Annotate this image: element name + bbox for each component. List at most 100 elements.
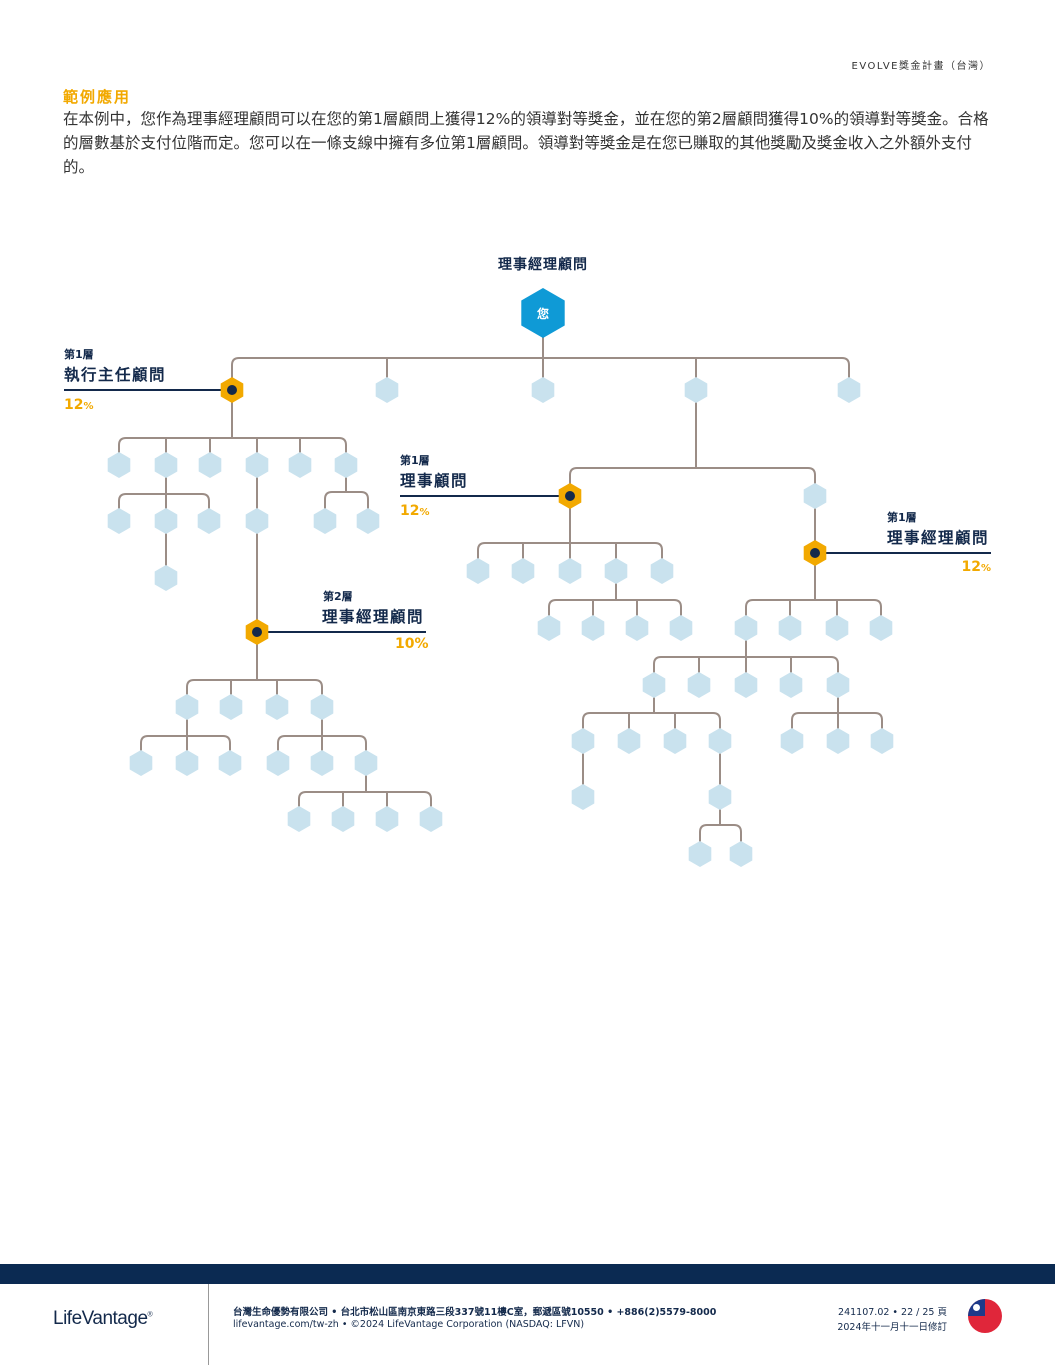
- consultant-hexagon: [197, 508, 221, 534]
- consultant-hexagon: [708, 784, 732, 810]
- you-label: 您: [537, 306, 549, 321]
- callout-level: 第1層: [887, 511, 917, 524]
- consultant-hexagon: [313, 508, 337, 534]
- callout-level: 第1層: [64, 348, 94, 361]
- company-address: 台灣生命優勢有限公司 • 台北市松山區南京東路三段337號11樓C室，郵遞區號1…: [233, 1307, 717, 1318]
- callout-rank: 執行主任顧問: [64, 366, 167, 384]
- consultant-hexagon: [218, 750, 242, 776]
- consultant-hexagon: [650, 558, 674, 584]
- consultant-hexagon: [310, 750, 334, 776]
- consultant-hexagon: [154, 565, 178, 591]
- consultant-hexagon: [334, 452, 358, 478]
- consultant-hexagon: [604, 558, 628, 584]
- consultant-hexagon: [175, 750, 199, 776]
- consultant-hexagon: [642, 672, 666, 698]
- branch-line: [548, 599, 682, 628]
- intro-paragraph: 在本例中，您作為理事經理顧問可以在您的第1層顧問上獲得12%的領導對等獎金，並在…: [63, 110, 989, 176]
- branch-line: [582, 712, 721, 741]
- callout-percent: 10%: [395, 636, 429, 652]
- consultant-hexagon: [734, 672, 758, 698]
- consultant-hexagon: [331, 806, 355, 832]
- branch-line: [569, 467, 816, 496]
- callout-rank: 理事經理顧問: [322, 608, 425, 626]
- branch-line: [699, 824, 742, 854]
- consultant-hexagon: [826, 672, 850, 698]
- consultant-hexagon: [154, 508, 178, 534]
- qualified-marker-dot: [252, 627, 262, 637]
- callout-percent: 12%: [961, 559, 991, 575]
- qualified-marker-dot: [227, 385, 237, 395]
- consultant-hexagon: [466, 558, 490, 584]
- consultant-hexagon: [826, 728, 850, 754]
- consultant-hexagon: [687, 672, 711, 698]
- website-copyright: lifevantage.com/tw-zh • ©2024 LifeVantag…: [233, 1319, 585, 1330]
- consultant-hexagon: [537, 615, 561, 641]
- leadership-matching-tree: 您: [64, 288, 991, 867]
- branch-line: [118, 493, 210, 521]
- revision-date: 2024年十一月十一日修訂: [837, 1322, 947, 1333]
- consultant-hexagon: [625, 615, 649, 641]
- consultant-hexagon: [175, 694, 199, 720]
- consultant-hexagon: [107, 452, 131, 478]
- consultant-hexagon: [708, 728, 732, 754]
- consultant-hexagon: [375, 377, 399, 403]
- consultant-hexagon: [154, 452, 178, 478]
- consultant-hexagon: [129, 750, 153, 776]
- consultant-hexagon: [107, 508, 131, 534]
- consultant-hexagon: [669, 615, 693, 641]
- consultant-hexagon: [684, 377, 708, 403]
- consultant-hexagon: [287, 806, 311, 832]
- consultant-hexagon: [354, 750, 378, 776]
- consultant-hexagon: [531, 377, 555, 403]
- you-node-hexagon: [521, 288, 565, 338]
- consultant-hexagon: [778, 615, 802, 641]
- callout-level: 第2層: [323, 590, 353, 603]
- consultant-hexagon: [869, 615, 893, 641]
- consultant-hexagon: [219, 694, 243, 720]
- branch-line: [186, 679, 323, 707]
- consultant-hexagon: [310, 694, 334, 720]
- qualified-marker-dot: [565, 491, 575, 501]
- consultant-hexagon: [571, 728, 595, 754]
- version-page: 241107.02 • 22 / 25 頁: [838, 1307, 947, 1318]
- consultant-hexagon: [571, 784, 595, 810]
- callout-percent: 12%: [64, 397, 94, 413]
- consultant-hexagon: [245, 508, 269, 534]
- lifevantage-logo: LifeVantage®: [53, 1308, 153, 1329]
- branch-line: [118, 437, 347, 465]
- consultant-hexagon: [511, 558, 535, 584]
- consultant-hexagon: [688, 841, 712, 867]
- consultant-hexagon: [729, 841, 753, 867]
- section-title: 範例應用: [63, 88, 132, 106]
- consultant-hexagon: [375, 806, 399, 832]
- consultant-hexagon: [198, 452, 222, 478]
- consultant-hexagon: [288, 452, 312, 478]
- callout-level: 第1層: [400, 454, 430, 467]
- branch-line: [745, 599, 882, 628]
- taiwan-flag-icon: [968, 1299, 1002, 1333]
- consultant-hexagon: [734, 615, 758, 641]
- callout-rank: 理事顧問: [400, 472, 469, 490]
- consultant-hexagon: [780, 728, 804, 754]
- branch-line: [140, 735, 231, 763]
- consultant-hexagon: [617, 728, 641, 754]
- callout-rank: 理事經理顧問: [887, 529, 990, 547]
- consultant-hexagon: [663, 728, 687, 754]
- consultant-hexagon: [803, 483, 827, 509]
- consultant-hexagon: [825, 615, 849, 641]
- consultant-hexagon: [356, 508, 380, 534]
- footer-divider: [208, 1284, 209, 1365]
- consultant-hexagon: [265, 694, 289, 720]
- branch-line: [324, 491, 369, 521]
- consultant-hexagon: [245, 452, 269, 478]
- callout-percent: 12%: [400, 503, 430, 519]
- document-header: EVOLVE獎金計畫（台灣）: [851, 61, 991, 72]
- consultant-hexagon: [581, 615, 605, 641]
- qualified-marker-dot: [810, 548, 820, 558]
- top-rank-title: 理事經理顧問: [498, 257, 588, 273]
- branch-line: [231, 357, 850, 390]
- consultant-hexagon: [837, 377, 861, 403]
- consultant-hexagon: [266, 750, 290, 776]
- consultant-hexagon: [558, 558, 582, 584]
- footer-bar: [0, 1264, 1055, 1284]
